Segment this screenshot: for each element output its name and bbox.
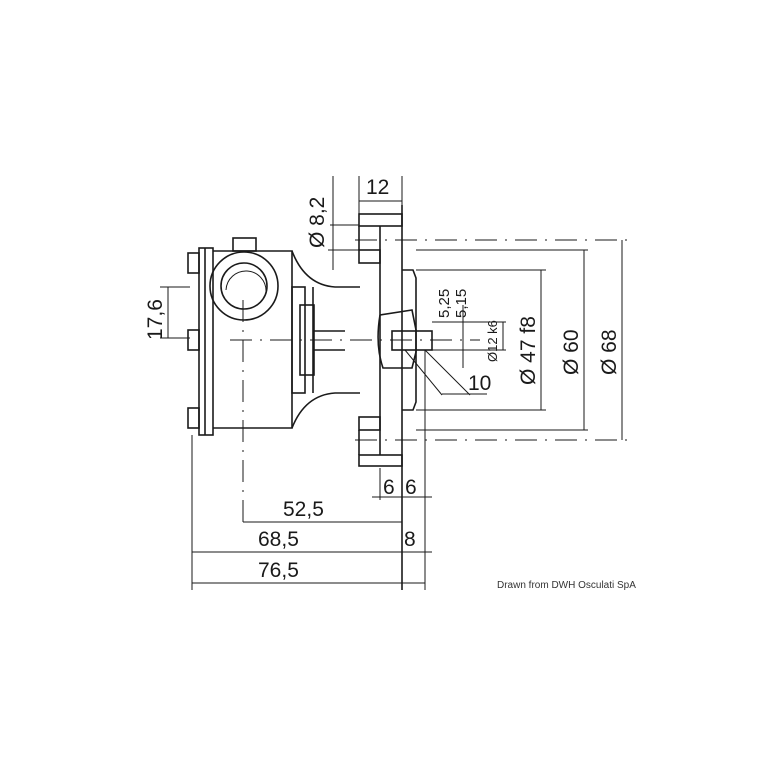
credit-text: Drawn from DWH Osculati SpA bbox=[497, 580, 636, 591]
dim-flange-step-a: 6 bbox=[383, 476, 395, 499]
dim-key-b: 5,15 bbox=[453, 289, 470, 318]
dim-flange-step-b: 6 bbox=[405, 476, 417, 499]
dim-hub-length: 8 bbox=[404, 528, 416, 551]
dim-flange-width: 12 bbox=[366, 176, 389, 199]
dim-bolt-hole: Ø 8,2 bbox=[306, 197, 329, 248]
dim-port-offset: 17,6 bbox=[144, 299, 167, 340]
dimension-lines bbox=[160, 176, 623, 590]
dim-length-body: 68,5 bbox=[258, 528, 299, 551]
pump-body bbox=[187, 237, 360, 436]
flange bbox=[358, 205, 433, 590]
dim-length-to-flange: 52,5 bbox=[283, 498, 324, 521]
dim-shaft-diameter: Ø12 k6 bbox=[485, 320, 500, 362]
dim-bolt-circle: Ø 68 bbox=[598, 329, 621, 375]
dim-key-a: 5,25 bbox=[436, 289, 453, 318]
dim-shaft-length: 10 bbox=[468, 372, 491, 395]
dim-flange-inner-diameter: Ø 60 bbox=[560, 329, 583, 375]
dim-pilot-diameter: Ø 47 f8 bbox=[517, 316, 540, 385]
dim-overall-length: 76,5 bbox=[258, 559, 299, 582]
centerlines bbox=[230, 239, 628, 530]
